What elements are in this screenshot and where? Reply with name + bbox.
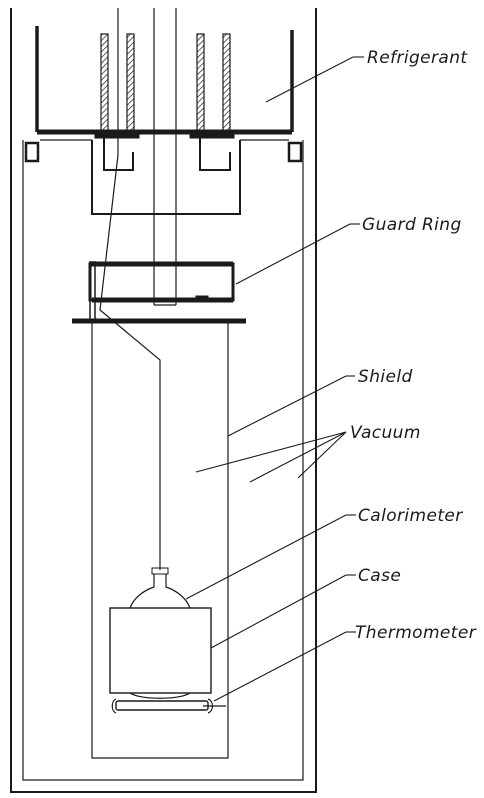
outer-vessel [10,8,317,793]
refrigerant-tank [24,26,303,163]
label-shield: Shield [358,367,413,387]
calorimeter-vessel [129,567,191,609]
case-box [109,607,212,699]
support-rod [117,8,177,306]
leader-lines [185,56,364,702]
label-vacuum: Vacuum [350,423,421,443]
guard-ring [72,261,246,324]
label-calorimeter: Calorimeter [358,506,463,526]
shield [91,322,229,759]
label-refrigerant: Refrigerant [367,48,468,68]
thermometer-probe [111,698,226,714]
label-thermometer: Thermometer [355,623,477,643]
suspension-wire [99,154,161,570]
upper-chamber [91,138,241,215]
label-guard-ring: Guard Ring [362,215,462,235]
tube-left [94,33,140,139]
tube-right [189,33,235,139]
label-case: Case [358,566,401,586]
